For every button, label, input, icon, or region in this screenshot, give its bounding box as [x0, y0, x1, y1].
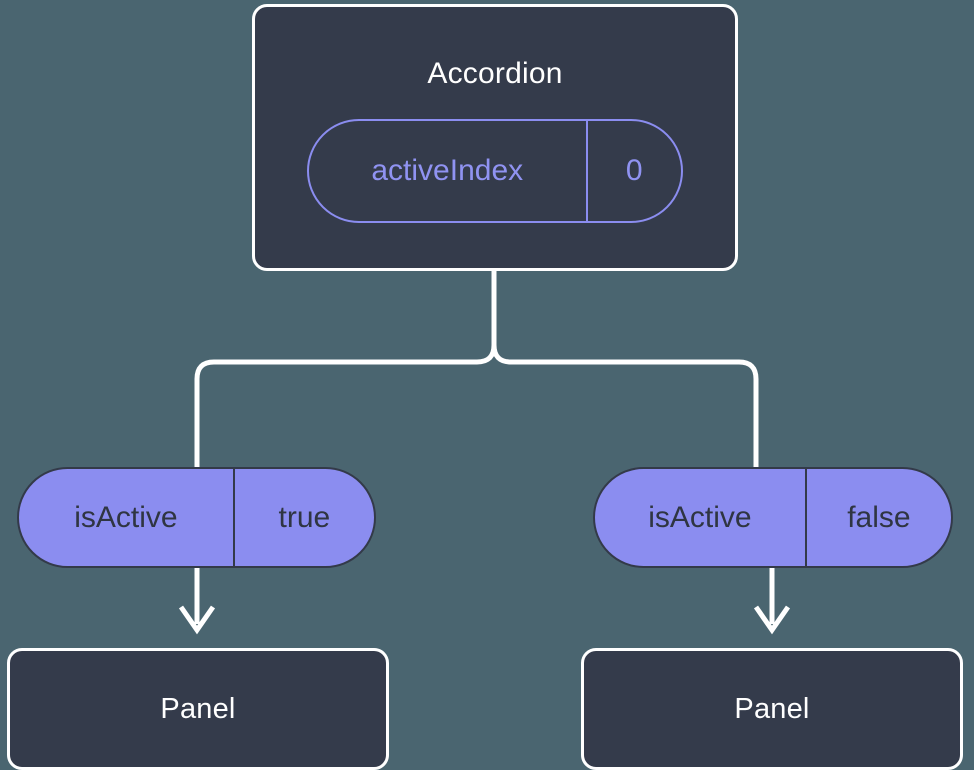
is-active-true-value-label: true [232, 469, 374, 566]
is-active-false-key-label: isActive [648, 500, 752, 534]
connector-trunk-to-left-branch [194, 271, 497, 467]
connector-trunk-to-right-branch [491, 271, 759, 467]
is-active-false-pill[interactable]: isActive false [593, 467, 953, 568]
panel-node-left-title: Panel [160, 692, 236, 725]
panel-node-left[interactable]: Panel [7, 648, 389, 770]
arrow-left-pill-to-panel [178, 568, 216, 635]
active-index-state-pill[interactable]: activeIndex 0 [307, 119, 683, 223]
active-index-key-label: activeIndex [371, 154, 524, 187]
active-index-value-label: 0 [585, 121, 681, 221]
arrow-right-pill-to-panel [753, 568, 791, 635]
panel-node-right-title: Panel [734, 692, 810, 725]
panel-node-right[interactable]: Panel [581, 648, 963, 770]
accordion-node-title: Accordion [427, 57, 563, 90]
is-active-true-key-label: isActive [74, 500, 178, 534]
is-active-true-pill[interactable]: isActive true [17, 467, 376, 568]
is-active-false-value-label: false [804, 469, 951, 566]
